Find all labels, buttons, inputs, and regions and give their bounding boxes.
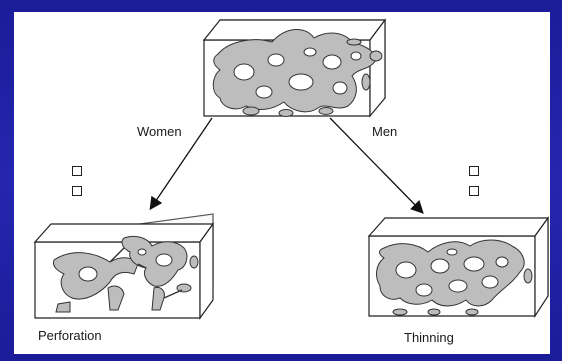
men-label: Men [372,124,397,139]
thinning-bone-block [369,218,548,316]
top-bone-block [204,20,385,117]
diagram-svg [14,12,550,354]
perforation-bone-block [35,214,213,318]
bullet-square [469,166,479,176]
diagram-panel: Women Men Perforation Thinning [14,12,550,354]
bullet-square [72,186,82,196]
bullet-square [469,186,479,196]
women-label: Women [137,124,182,139]
thinning-label: Thinning [404,330,454,345]
bullet-square [72,166,82,176]
perforation-label: Perforation [38,328,102,343]
